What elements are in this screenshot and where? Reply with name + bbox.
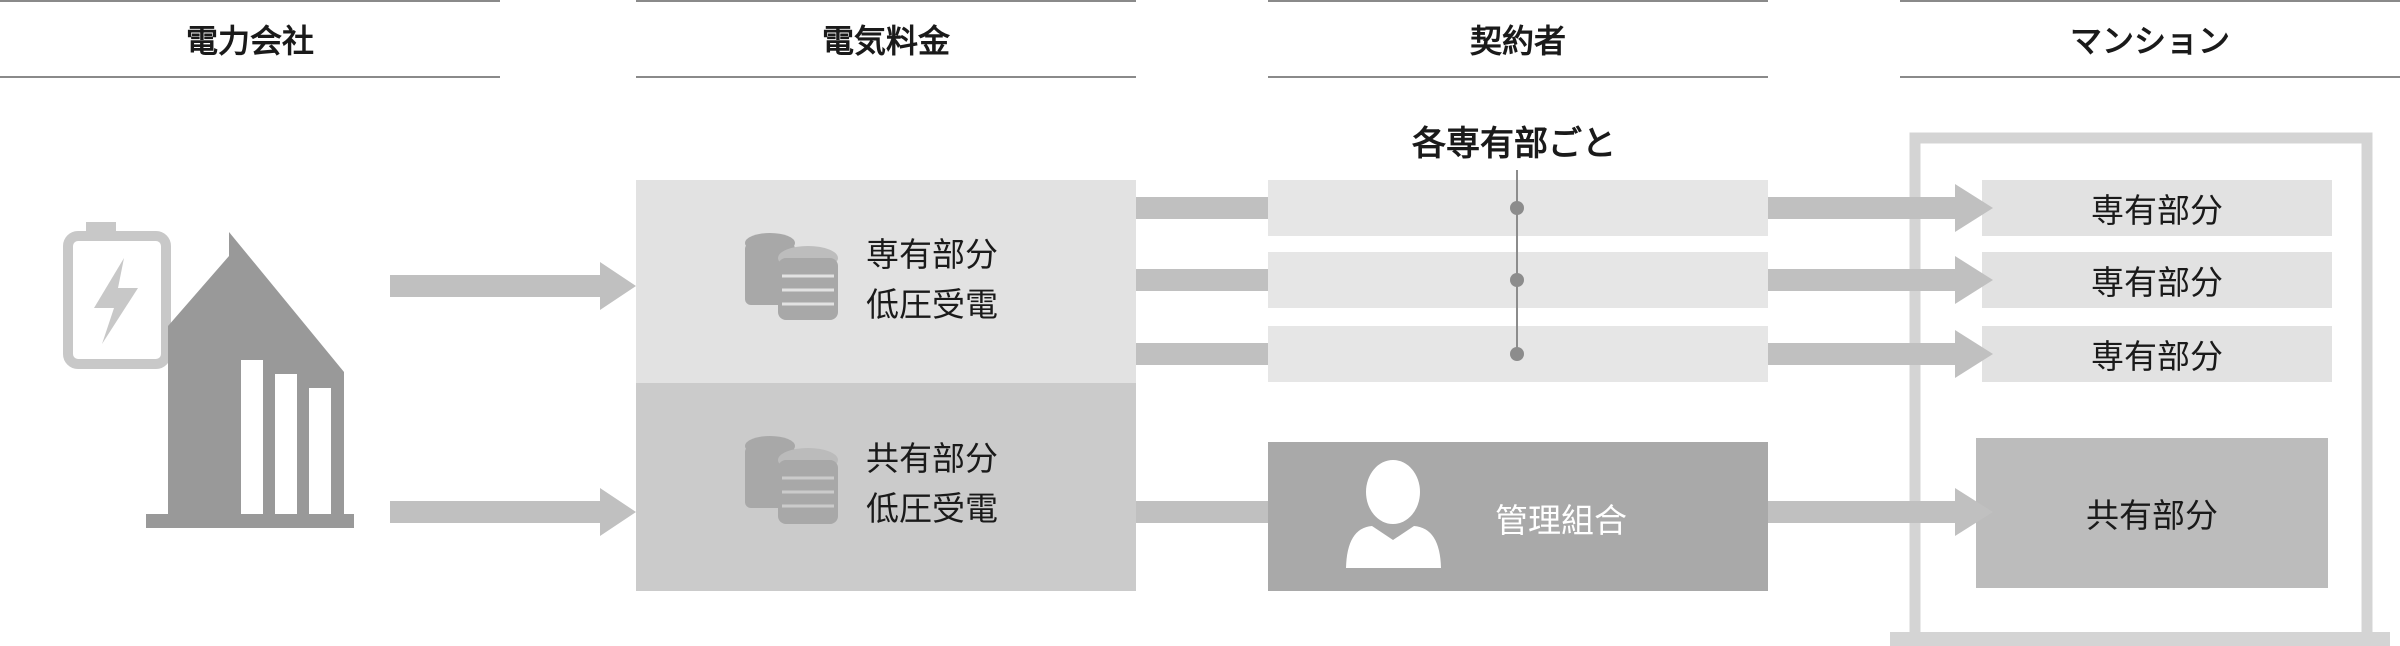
coins-icon [745,436,838,524]
arrow-contract-to-unit-1 [1768,184,1993,232]
connector-fee-to-contract-2 [1136,269,1268,291]
header-electricity-fee: 電気料金 [636,0,1136,78]
mansion-shared-area: 共有部分 [1976,438,2328,588]
connector-fee-to-contract-1 [1136,197,1268,219]
battery-charging-icon [63,222,171,369]
private-fee-label-1: 専有部分 [866,235,998,274]
header-power-company: 電力会社 [0,0,500,78]
arrow-power-to-shared-fee [390,488,636,536]
arrow-power-to-private-fee [390,262,636,310]
shared-fee-label-1: 共有部分 [866,439,998,478]
building-icon [146,232,354,528]
per-unit-connector [1510,170,1524,361]
private-fee-box [636,180,1136,383]
connector-fee-to-contract-3 [1136,343,1268,365]
mansion-private-unit-2: 専有部分 [1982,252,2332,308]
mansion-frame-base [1890,632,2390,646]
shared-fee-box [636,383,1136,591]
arrow-management-to-shared [1768,488,1993,536]
shared-fee-label-2: 低圧受電 [866,489,998,528]
arrow-contract-to-unit-3 [1768,330,1993,378]
arrow-contract-to-unit-2 [1768,256,1993,304]
per-unit-label: 各専有部ごと [1412,124,1616,164]
mansion-private-unit-3: 専有部分 [1982,326,2332,382]
header-contractor: 契約者 [1268,0,1768,78]
mansion-frame [1909,132,2373,640]
management-association-label: 管理組合 [1495,501,1627,540]
person-icon [1346,460,1441,568]
private-fee-label-2: 低圧受電 [866,285,998,324]
connector-fee-to-management [1136,501,1268,523]
mansion-private-unit-1: 専有部分 [1982,180,2332,236]
header-mansion: マンション [1900,0,2400,78]
coins-icon [745,233,838,320]
